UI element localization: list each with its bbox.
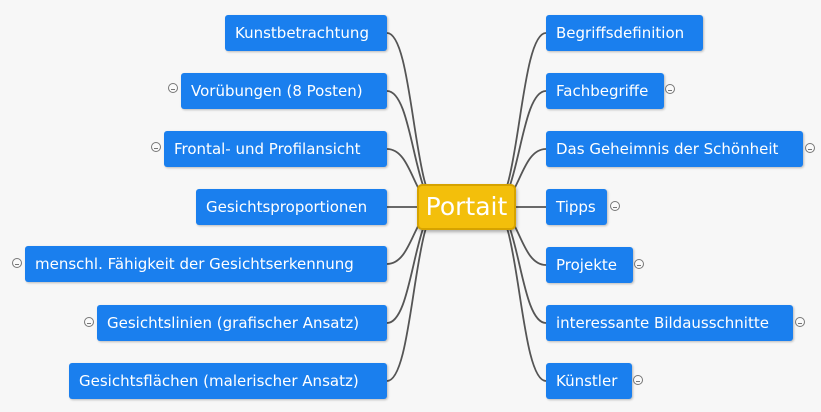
- connector-left-6: [386, 206, 441, 382]
- collapse-circle-icon[interactable]: [634, 259, 644, 269]
- connector-right-6: [492, 206, 547, 382]
- collapse-circle-icon[interactable]: [12, 258, 22, 268]
- collapse-circle-icon[interactable]: [665, 84, 675, 94]
- collapse-circle-icon[interactable]: [151, 142, 161, 152]
- connector-left-0: [386, 32, 441, 208]
- branch-tipps[interactable]: Tipps: [546, 189, 607, 225]
- collapse-circle-icon[interactable]: [633, 375, 643, 385]
- branch-begriffsdefinition[interactable]: Begriffsdefinition: [546, 15, 703, 51]
- branch-gesichtsproportionen[interactable]: Gesichtsproportionen: [196, 189, 387, 225]
- connector-right-0: [492, 32, 547, 208]
- branch-gesichtslinien[interactable]: Gesichtslinien (grafischer Ansatz): [97, 305, 387, 341]
- collapse-circle-icon[interactable]: [168, 83, 178, 93]
- branch-geheimnis-schoenheit[interactable]: Das Geheimnis der Schönheit: [546, 131, 803, 167]
- collapse-circle-icon[interactable]: [84, 317, 94, 327]
- branch-gesichtsflaechen[interactable]: Gesichtsflächen (malerischer Ansatz): [69, 363, 387, 399]
- branch-kunstbetrachtung[interactable]: Kunstbetrachtung: [225, 15, 387, 51]
- branch-bildausschnitte[interactable]: interessante Bildausschnitte: [546, 305, 793, 341]
- branch-gesichtserkennung[interactable]: menschl. Fähigkeit der Gesichtserkennung: [25, 246, 387, 282]
- branch-voruebungen[interactable]: Vorübungen (8 Posten): [181, 73, 387, 109]
- collapse-circle-icon[interactable]: [795, 317, 805, 327]
- collapse-circle-icon[interactable]: [610, 201, 620, 211]
- collapse-circle-icon[interactable]: [805, 143, 815, 153]
- branch-projekte[interactable]: Projekte: [546, 247, 633, 283]
- branch-frontal-profilansicht[interactable]: Frontal- und Profilansicht: [164, 131, 387, 167]
- central-topic[interactable]: Portait: [417, 184, 516, 230]
- branch-kuenstler[interactable]: Künstler: [546, 363, 632, 399]
- branch-fachbegriffe[interactable]: Fachbegriffe: [546, 73, 664, 109]
